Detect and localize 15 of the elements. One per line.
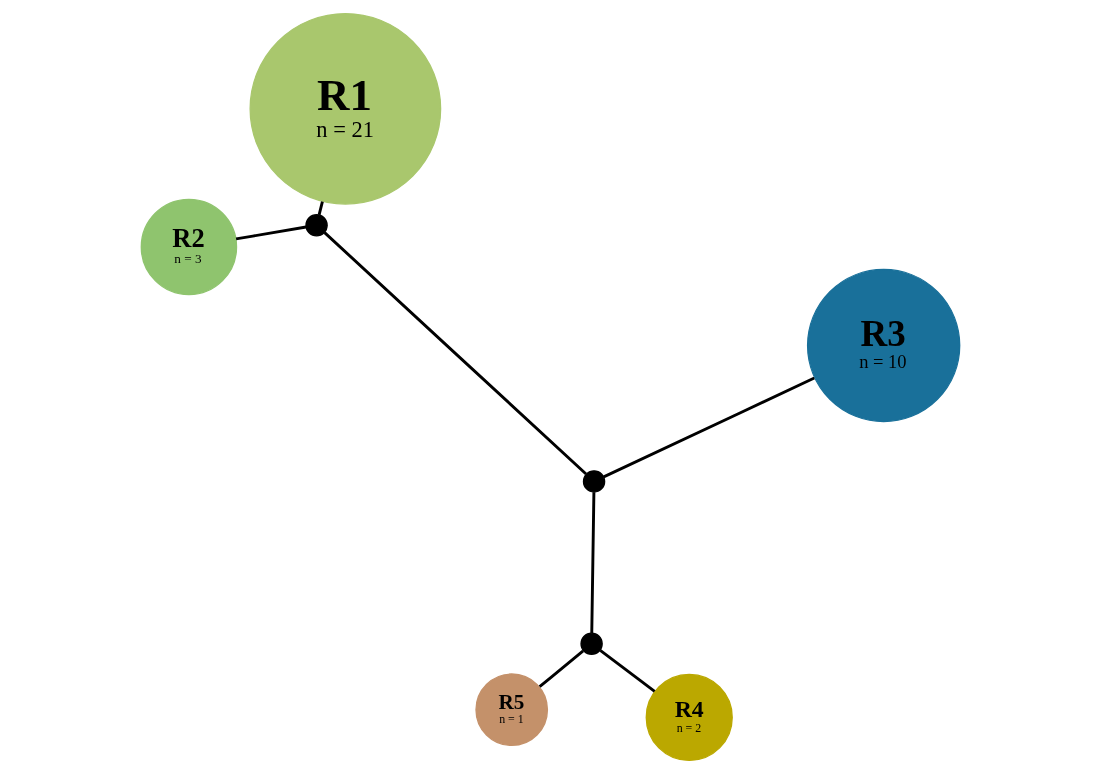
node-circle: R2 n = 3 <box>140 198 238 296</box>
node-circle <box>582 470 606 493</box>
connector <box>538 649 585 688</box>
connector <box>235 225 307 241</box>
node-circle: R1 n = 21 <box>249 12 442 205</box>
connector <box>599 649 656 693</box>
connector <box>323 231 588 476</box>
node-circle: R5 n = 1 <box>475 673 549 747</box>
node-circle <box>580 632 603 656</box>
connector <box>590 492 596 634</box>
connector <box>317 201 324 216</box>
node-circle: R3 n = 10 <box>806 268 961 423</box>
node-circle: R4 n = 2 <box>645 673 733 762</box>
connector <box>603 376 815 479</box>
node-circle <box>305 213 328 237</box>
